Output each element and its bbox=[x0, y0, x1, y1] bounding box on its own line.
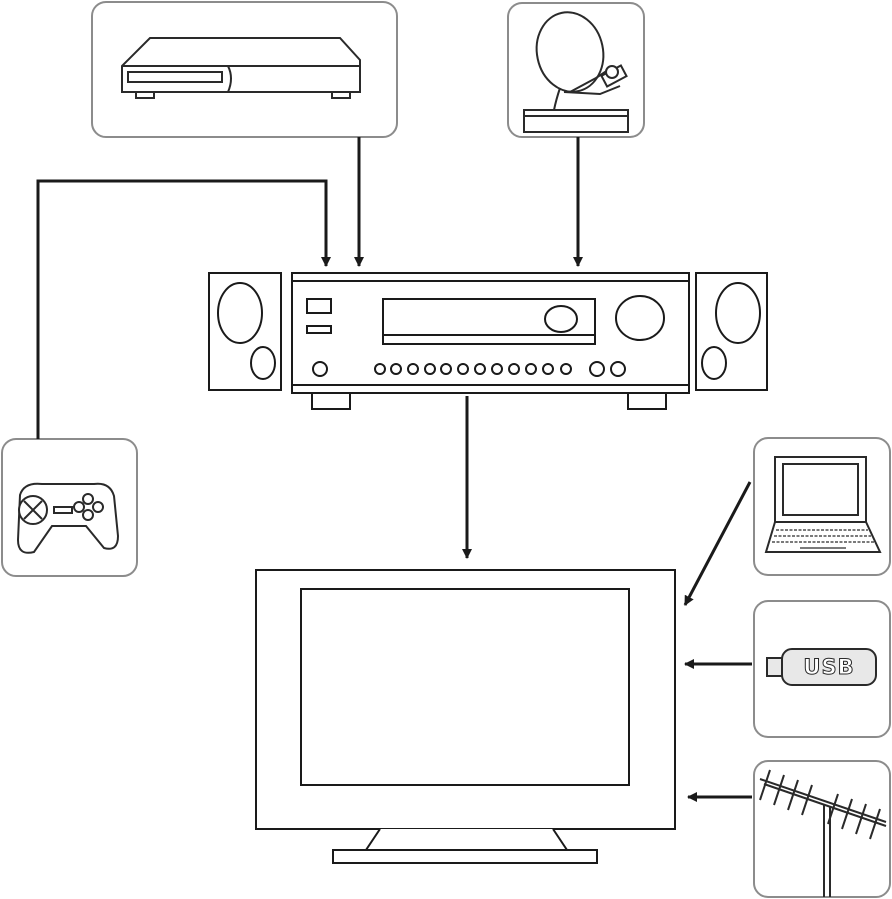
right-speaker bbox=[695, 272, 768, 391]
television bbox=[255, 569, 676, 864]
laptop-box bbox=[753, 437, 891, 576]
laptop-icon bbox=[764, 456, 882, 553]
dvd-player-icon bbox=[121, 37, 361, 99]
dvd-player-box bbox=[91, 1, 398, 138]
usb-drive-box: USB bbox=[753, 600, 891, 738]
game-controller-icon bbox=[16, 482, 120, 554]
left-speaker bbox=[208, 272, 282, 391]
game-controller-box bbox=[1, 438, 138, 577]
connections bbox=[36, 137, 752, 802]
av-receiver bbox=[291, 272, 690, 410]
laptop-connection bbox=[683, 481, 752, 606]
game-controller-connection bbox=[36, 179, 331, 439]
usb-label: USB bbox=[803, 655, 854, 679]
antenna-icon bbox=[759, 769, 887, 897]
receiver-buttons bbox=[374, 361, 626, 377]
satellite-dish-box bbox=[507, 2, 645, 138]
antenna-box bbox=[753, 760, 891, 898]
satellite-dish-icon bbox=[523, 11, 629, 133]
usb-drive-icon: USB bbox=[766, 648, 877, 686]
